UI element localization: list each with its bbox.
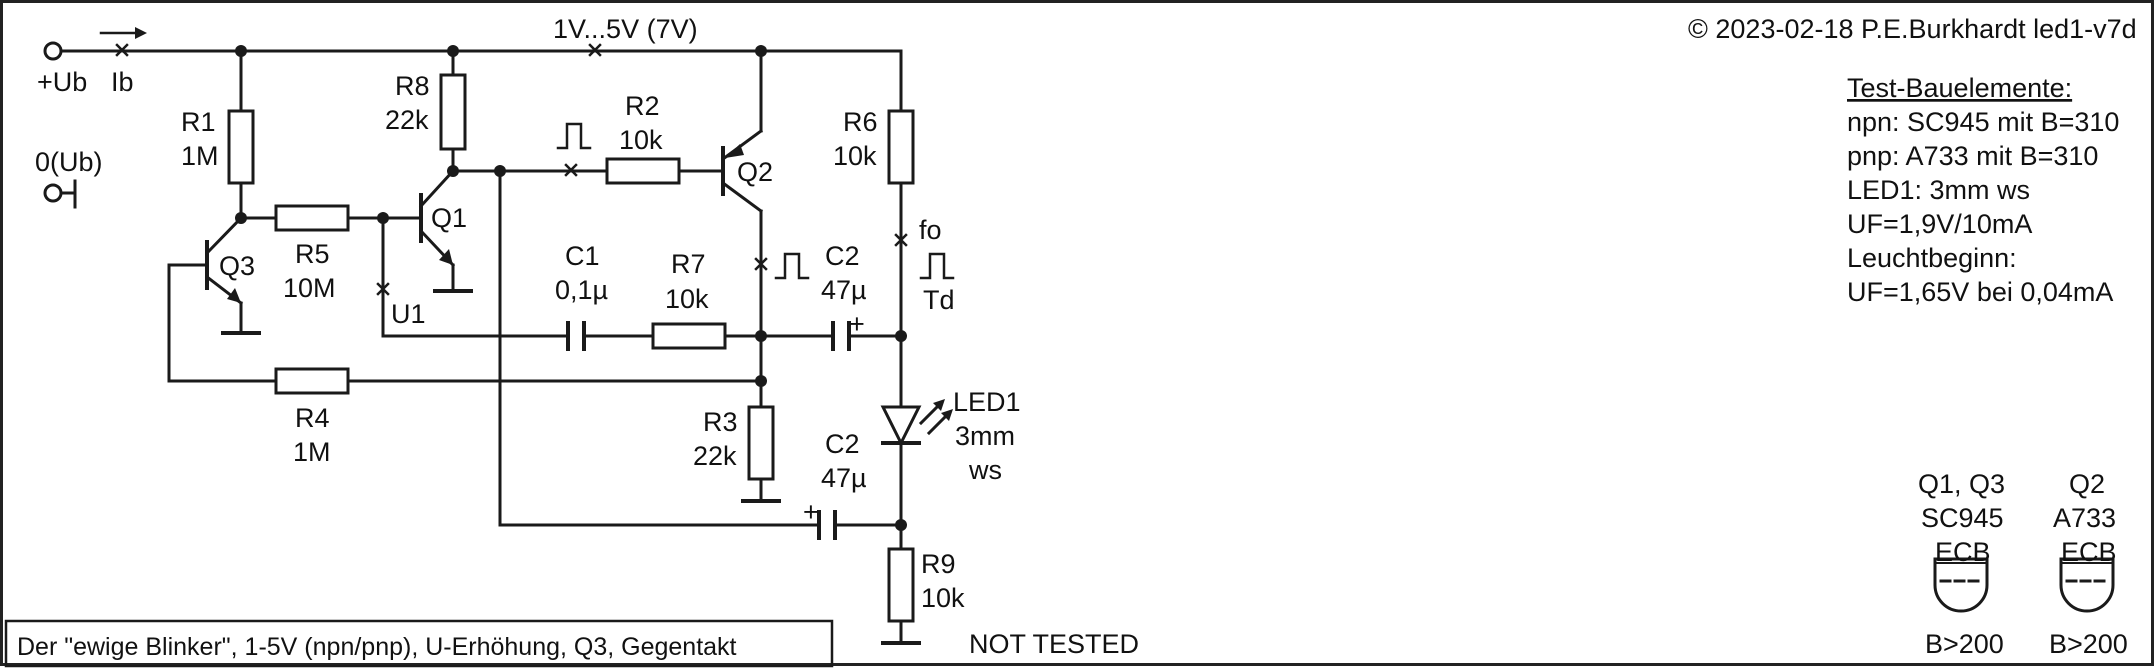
resistor-r2 [605, 157, 681, 185]
test-parts-line: npn: SC945 mit B=310 [1847, 107, 2119, 137]
resistor-r1 [227, 109, 255, 185]
test-parts-line: Leuchtbeginn: [1847, 243, 2017, 273]
labels: 1V...5V (7V) © 2023-02-18 P.E.Burkhardt … [17, 14, 2137, 661]
c2b-name: C2 [825, 429, 860, 459]
test-point-marks [115, 43, 908, 296]
c1-name: C1 [565, 241, 600, 271]
r2-name: R2 [625, 91, 660, 121]
r9-name: R9 [921, 549, 956, 579]
pinout-q2-gain: B>200 [2049, 629, 2128, 659]
fo-label: fo [919, 215, 942, 245]
pinout-q2-label: Q2 [2069, 469, 2105, 499]
led1-size: 3mm [955, 421, 1015, 451]
resistor-r5 [274, 204, 350, 232]
pulse-icon-fo [919, 252, 955, 280]
plus-ub-label: +Ub [37, 67, 87, 97]
led1-symbol [880, 399, 953, 447]
resistor-r8 [439, 73, 467, 151]
led1-color: ws [968, 455, 1002, 485]
resistor-r4 [274, 367, 350, 395]
u1-label: U1 [391, 299, 426, 329]
test-parts-line: UF=1,65V bei 0,04mA [1847, 277, 2113, 307]
c2a-name: C2 [825, 241, 860, 271]
wires [59, 49, 903, 645]
pulse-icons [556, 122, 955, 280]
ground-terminal-icon [43, 183, 63, 203]
resistors [227, 73, 915, 623]
r9-value: 10k [921, 583, 965, 613]
capacitors [566, 321, 851, 540]
pulse-icon-q2 [774, 252, 810, 280]
caption-text: Der "ewige Blinker", 1-5V (npn/pnp), U-E… [17, 633, 737, 661]
q3-name: Q3 [219, 251, 255, 281]
c2b-plus-label: + [803, 497, 819, 527]
resistor-r3 [747, 405, 775, 481]
transistors [167, 128, 764, 306]
q2-name: Q2 [737, 157, 773, 187]
pinout-q2-type: A733 [2053, 503, 2116, 533]
r6-value: 10k [833, 141, 877, 171]
r6-name: R6 [843, 107, 878, 137]
resistor-r6 [887, 109, 915, 185]
r2-value: 10k [619, 125, 663, 155]
r4-value: 1M [293, 437, 331, 467]
junction-dots [235, 45, 907, 531]
ib-label: Ib [111, 67, 134, 97]
ground-label: 0(Ub) [35, 147, 103, 177]
r7-name: R7 [671, 249, 706, 279]
r1-name: R1 [181, 107, 216, 137]
c1-value: 0,1µ [555, 275, 608, 305]
pinout-icons [1933, 557, 2115, 613]
r4-name: R4 [295, 403, 330, 433]
c2a-value: 47µ [821, 275, 867, 305]
r8-name: R8 [395, 71, 430, 101]
pinout-q2-pins: ECB [2061, 537, 2117, 567]
pinout-q1q3-pins: ECB [1935, 537, 1991, 567]
resistor-r9 [887, 547, 915, 623]
q1-name: Q1 [431, 203, 467, 233]
pinout-q1q3-type: SC945 [1921, 503, 2004, 533]
test-parts-line: LED1: 3mm ws [1847, 175, 2030, 205]
supply-range-label: 1V...5V (7V) [553, 14, 698, 44]
r3-name: R3 [703, 407, 738, 437]
copyright-label: © 2023-02-18 P.E.Burkhardt led1-v7d [1688, 14, 2137, 44]
c2b-value: 47µ [821, 463, 867, 493]
ground-symbols [221, 289, 921, 645]
c2a-plus-label: + [849, 309, 865, 339]
circuit-diagram: 1V...5V (7V) © 2023-02-18 P.E.Burkhardt … [4, 14, 2137, 668]
resistor-r7 [651, 322, 727, 350]
pinout-q1q3-gain: B>200 [1925, 629, 2004, 659]
plus-terminal-icon [43, 41, 63, 61]
test-parts-line: UF=1,9V/10mA [1847, 209, 2032, 239]
current-arrow-icon [135, 27, 147, 39]
test-parts-line: pnp: A733 mit B=310 [1847, 141, 2098, 171]
r5-value: 10M [283, 273, 336, 303]
r7-value: 10k [665, 284, 709, 314]
to92-icon-q1q3 [1933, 557, 1989, 613]
td-label: Td [923, 285, 955, 315]
r8-value: 22k [385, 105, 429, 135]
supply-terminals [43, 27, 147, 203]
pulse-icon-q1 [556, 122, 592, 150]
led1-name: LED1 [953, 387, 1021, 417]
r1-value: 1M [181, 141, 219, 171]
r5-name: R5 [295, 239, 330, 269]
pinout-q1q3-label: Q1, Q3 [1918, 469, 2005, 499]
status-label: NOT TESTED [969, 629, 1139, 659]
test-parts-heading: Test-Bauelemente: [1847, 73, 2072, 103]
to92-icon-q2 [2059, 557, 2115, 613]
r3-value: 22k [693, 441, 737, 471]
